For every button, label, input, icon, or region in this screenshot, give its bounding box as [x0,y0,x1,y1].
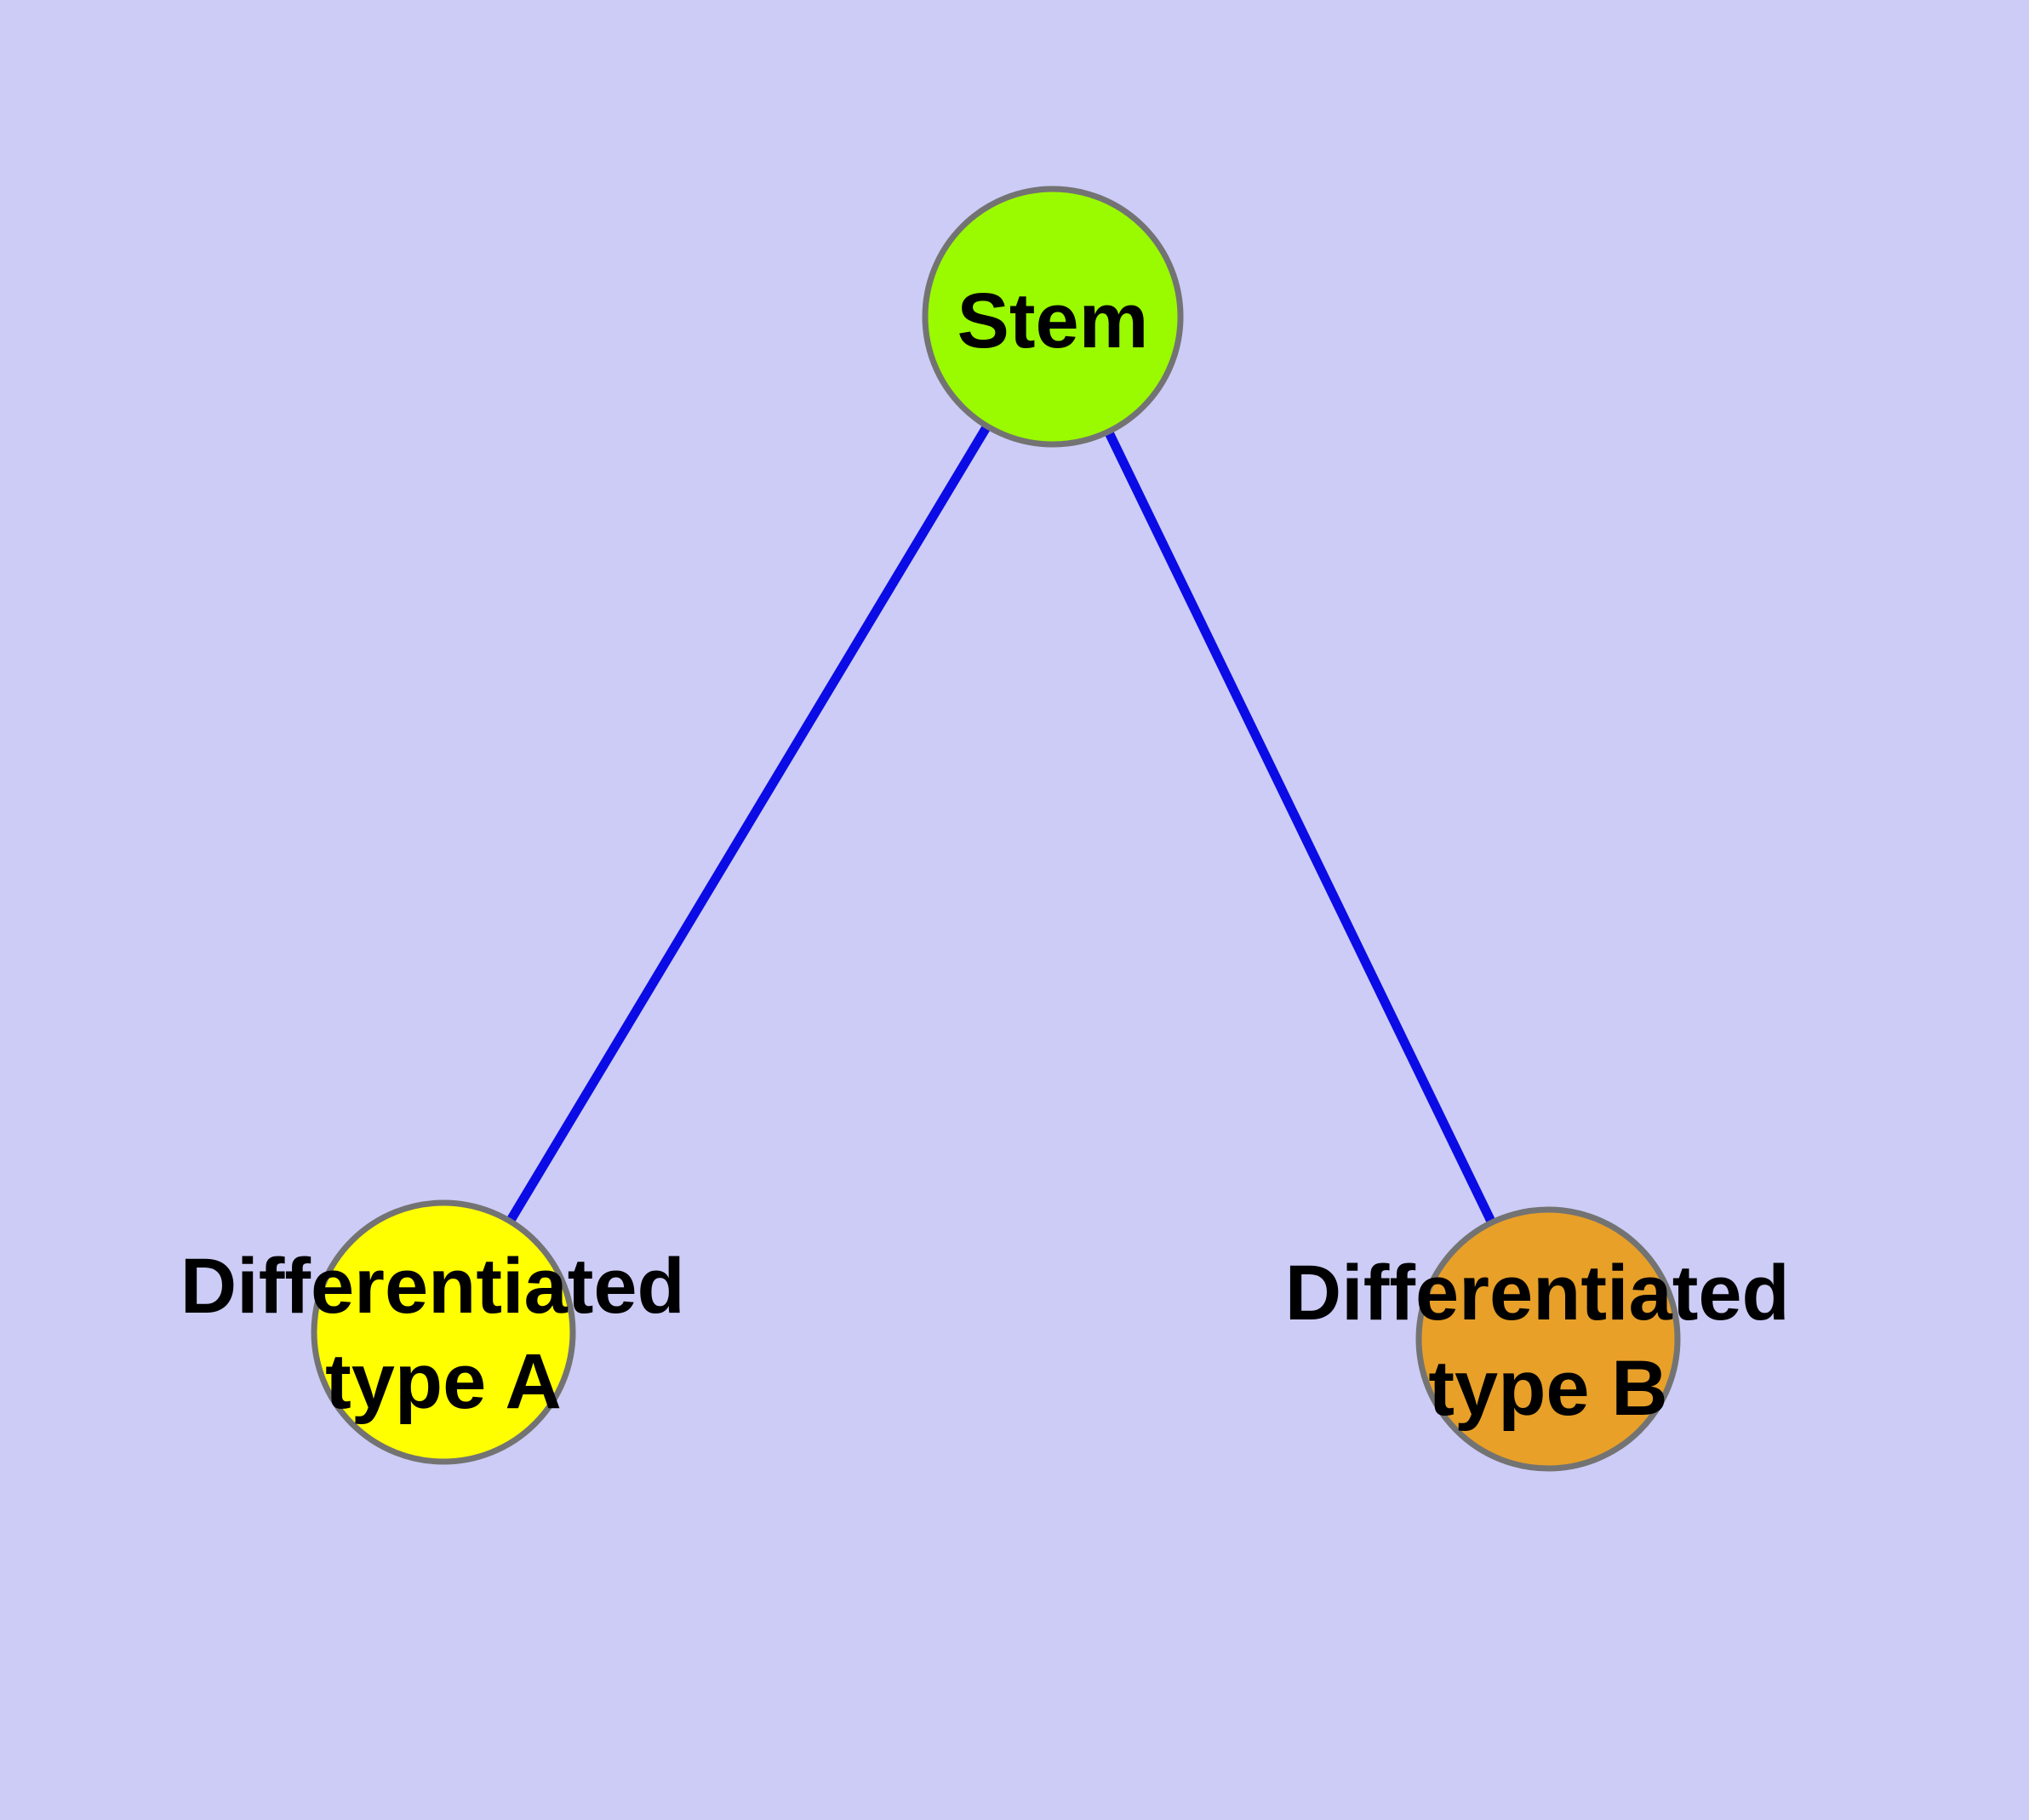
edge-stem-to-type-a [439,314,1057,1335]
node-differentiated-type-b [1415,1206,1681,1472]
node-differentiated-type-a-label-line-2: type A [325,1338,562,1425]
node-differentiated-type-a-label-line-1: Differentiated [180,1243,685,1330]
node-differentiated-type-b-label-line-2: type B [1428,1345,1667,1432]
node-differentiated-type-b-label-line-1: Differentiated [1285,1250,1790,1336]
node-differentiated-type-b-label: Differentiated type B [1285,1250,1812,1432]
edge-stem-to-type-b [1049,314,1552,1342]
node-differentiated-type-a [311,1199,576,1465]
node-differentiated-type-a-label: Differentiated type A [180,1243,707,1425]
node-stem-label: Stem [957,278,1149,364]
node-stem [922,186,1184,448]
